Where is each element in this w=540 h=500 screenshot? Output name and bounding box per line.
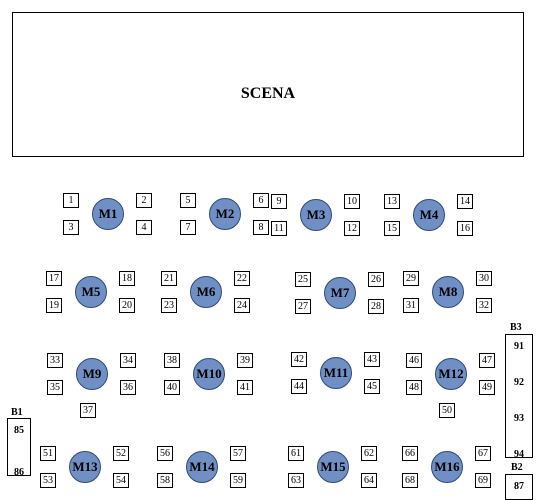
seat-68[interactable]: 68: [402, 473, 418, 488]
booth-seat-86[interactable]: 86: [14, 467, 24, 478]
seat-20[interactable]: 20: [119, 298, 135, 313]
seat-56[interactable]: 56: [157, 446, 173, 461]
seat-25[interactable]: 25: [295, 272, 311, 287]
seat-26[interactable]: 26: [368, 272, 384, 287]
seat-7[interactable]: 7: [180, 220, 196, 235]
booth-seat-91[interactable]: 91: [514, 341, 524, 352]
seat-48[interactable]: 48: [406, 380, 422, 395]
seat-8[interactable]: 8: [253, 220, 269, 235]
table-m15[interactable]: M15: [317, 451, 349, 483]
seat-12[interactable]: 12: [344, 221, 360, 236]
seat-59[interactable]: 59: [230, 473, 246, 488]
seat-63[interactable]: 63: [288, 473, 304, 488]
seat-32[interactable]: 32: [476, 298, 492, 313]
table-m13[interactable]: M13: [69, 451, 101, 483]
seat-64[interactable]: 64: [361, 473, 377, 488]
seat-9[interactable]: 9: [271, 194, 287, 209]
seat-36[interactable]: 36: [120, 380, 136, 395]
seat-18[interactable]: 18: [119, 271, 135, 286]
seat-43[interactable]: 43: [364, 352, 380, 367]
table-m1[interactable]: M1: [92, 198, 124, 230]
seat-23[interactable]: 23: [161, 298, 177, 313]
table-m2[interactable]: M2: [209, 198, 241, 230]
seat-31[interactable]: 31: [403, 298, 419, 313]
booth-b1[interactable]: 85 86: [7, 418, 31, 478]
table-m7[interactable]: M7: [324, 277, 356, 309]
seat-47[interactable]: 47: [479, 353, 495, 368]
seat-15[interactable]: 15: [384, 221, 400, 236]
seat-52[interactable]: 52: [113, 446, 129, 461]
seat-22[interactable]: 22: [234, 271, 250, 286]
seat-3[interactable]: 3: [63, 220, 79, 235]
seat-19[interactable]: 19: [46, 298, 62, 313]
seat-50[interactable]: 50: [439, 403, 455, 418]
seat-62[interactable]: 62: [361, 446, 377, 461]
seat-42[interactable]: 42: [291, 352, 307, 367]
seat-35[interactable]: 35: [47, 380, 63, 395]
booth-b3-label: B3: [510, 322, 522, 333]
seat-49[interactable]: 49: [479, 380, 495, 395]
table-m14[interactable]: M14: [186, 451, 218, 483]
booth-b3[interactable]: 91 92 93 94: [505, 334, 533, 460]
table-m8[interactable]: M8: [432, 276, 464, 308]
seat-37[interactable]: 37: [80, 403, 96, 418]
seat-57[interactable]: 57: [230, 446, 246, 461]
seat-45[interactable]: 45: [364, 379, 380, 394]
table-m11[interactable]: M11: [320, 357, 352, 389]
table-m6[interactable]: M6: [190, 276, 222, 308]
seat-33[interactable]: 33: [47, 353, 63, 368]
table-m12[interactable]: M12: [435, 358, 467, 390]
seat-30[interactable]: 30: [476, 271, 492, 286]
booth-b2[interactable]: 87: [505, 474, 533, 500]
seat-28[interactable]: 28: [368, 299, 384, 314]
seat-21[interactable]: 21: [161, 271, 177, 286]
booth-seat-87[interactable]: 87: [514, 481, 524, 492]
table-m5[interactable]: M5: [75, 276, 107, 308]
table-m16[interactable]: M16: [431, 451, 463, 483]
seat-40[interactable]: 40: [164, 380, 180, 395]
seat-51[interactable]: 51: [40, 446, 56, 461]
seat-58[interactable]: 58: [157, 473, 173, 488]
seat-27[interactable]: 27: [295, 299, 311, 314]
seat-46[interactable]: 46: [406, 353, 422, 368]
booth-seat-92[interactable]: 92: [514, 377, 524, 388]
table-m3[interactable]: M3: [300, 199, 332, 231]
seat-29[interactable]: 29: [403, 271, 419, 286]
seat-11[interactable]: 11: [271, 221, 287, 236]
stage-area: SCENA: [12, 12, 524, 157]
booth-b2-label: B2: [511, 462, 523, 473]
seat-6[interactable]: 6: [253, 193, 269, 208]
seat-53[interactable]: 53: [40, 473, 56, 488]
booth-seat-85[interactable]: 85: [14, 425, 24, 436]
seat-34[interactable]: 34: [120, 353, 136, 368]
seat-67[interactable]: 67: [475, 446, 491, 461]
booth-seat-94[interactable]: 94: [514, 449, 524, 460]
booth-seat-93[interactable]: 93: [514, 413, 524, 424]
seat-38[interactable]: 38: [164, 353, 180, 368]
seat-17[interactable]: 17: [46, 271, 62, 286]
seat-44[interactable]: 44: [291, 379, 307, 394]
seat-2[interactable]: 2: [136, 193, 152, 208]
table-m9[interactable]: M9: [76, 358, 108, 390]
seat-54[interactable]: 54: [113, 473, 129, 488]
booth-b1-label: B1: [11, 407, 23, 418]
seat-10[interactable]: 10: [344, 194, 360, 209]
seat-1[interactable]: 1: [63, 193, 79, 208]
seat-14[interactable]: 14: [457, 194, 473, 209]
seat-24[interactable]: 24: [234, 298, 250, 313]
seat-16[interactable]: 16: [457, 221, 473, 236]
seat-13[interactable]: 13: [384, 194, 400, 209]
stage-label: SCENA: [240, 85, 296, 102]
seat-4[interactable]: 4: [136, 220, 152, 235]
seat-66[interactable]: 66: [402, 446, 418, 461]
table-m10[interactable]: M10: [193, 358, 225, 390]
seat-41[interactable]: 41: [237, 380, 253, 395]
seat-5[interactable]: 5: [180, 193, 196, 208]
seat-61[interactable]: 61: [288, 446, 304, 461]
seat-69[interactable]: 69: [475, 473, 491, 488]
seat-39[interactable]: 39: [237, 353, 253, 368]
table-m4[interactable]: M4: [413, 199, 445, 231]
